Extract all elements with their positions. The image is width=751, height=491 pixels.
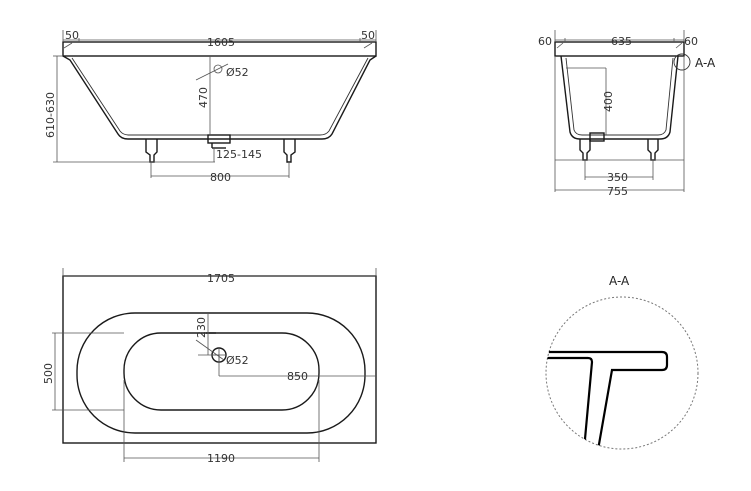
side-height-label: 610-630: [44, 92, 57, 138]
end-left-rim-label: 60: [538, 35, 552, 48]
end-right-rim-label: 60: [684, 35, 698, 48]
top-length-label: 1705: [207, 272, 235, 285]
end-inner-width-label: 635: [611, 35, 632, 48]
top-outer-rect: [62, 275, 377, 444]
top-basin-length-label: 1190: [207, 452, 235, 465]
end-view: 60 635 60 A-A 400 350 755: [538, 30, 716, 198]
side-left-rim-label: 50: [65, 29, 79, 42]
side-drain: [207, 134, 231, 144]
top-view: 1705 230 Ø52 850 500 1190: [42, 268, 377, 465]
end-leg-left: [579, 139, 591, 161]
end-section-label: A-A: [695, 56, 716, 70]
side-leg-left: [145, 139, 158, 163]
end-leg-spacing-label: 350: [607, 171, 628, 184]
detail-title: A-A: [609, 274, 630, 288]
end-rim: [554, 41, 685, 57]
side-tub-body: [62, 55, 377, 140]
top-basin-oval: [123, 332, 320, 411]
detail-circle: [545, 296, 699, 450]
end-tub-body: [560, 55, 679, 140]
side-right-rim-label: 50: [361, 29, 375, 42]
top-drain-diameter-label: Ø52: [226, 354, 249, 367]
side-view: 50 1605 50 610-630 470 Ø52 125-145 800: [44, 29, 377, 184]
top-basin-width-label: 500: [42, 363, 55, 384]
top-drain-offset-label: 230: [195, 317, 208, 338]
end-depth-label: 400: [602, 91, 615, 112]
side-rim: [62, 41, 377, 57]
side-drain-diameter-label: Ø52: [226, 66, 249, 79]
top-outer-oval: [76, 312, 366, 434]
detail-view: A-A: [545, 274, 699, 450]
detail-wall-profile: [546, 356, 594, 449]
side-leg-right: [283, 139, 296, 163]
end-detail-marker: [673, 53, 691, 71]
side-drain-height-label: 125-145: [216, 148, 262, 161]
detail-rim-profile: [546, 350, 669, 449]
top-drain-distance-label: 850: [287, 370, 308, 383]
side-depth-label: 470: [197, 87, 210, 108]
side-length-label: 1605: [207, 36, 235, 49]
side-leg-spacing-label: 800: [210, 171, 231, 184]
end-drain: [589, 132, 605, 142]
end-total-width-label: 755: [607, 185, 628, 198]
end-leg-right: [647, 139, 659, 161]
